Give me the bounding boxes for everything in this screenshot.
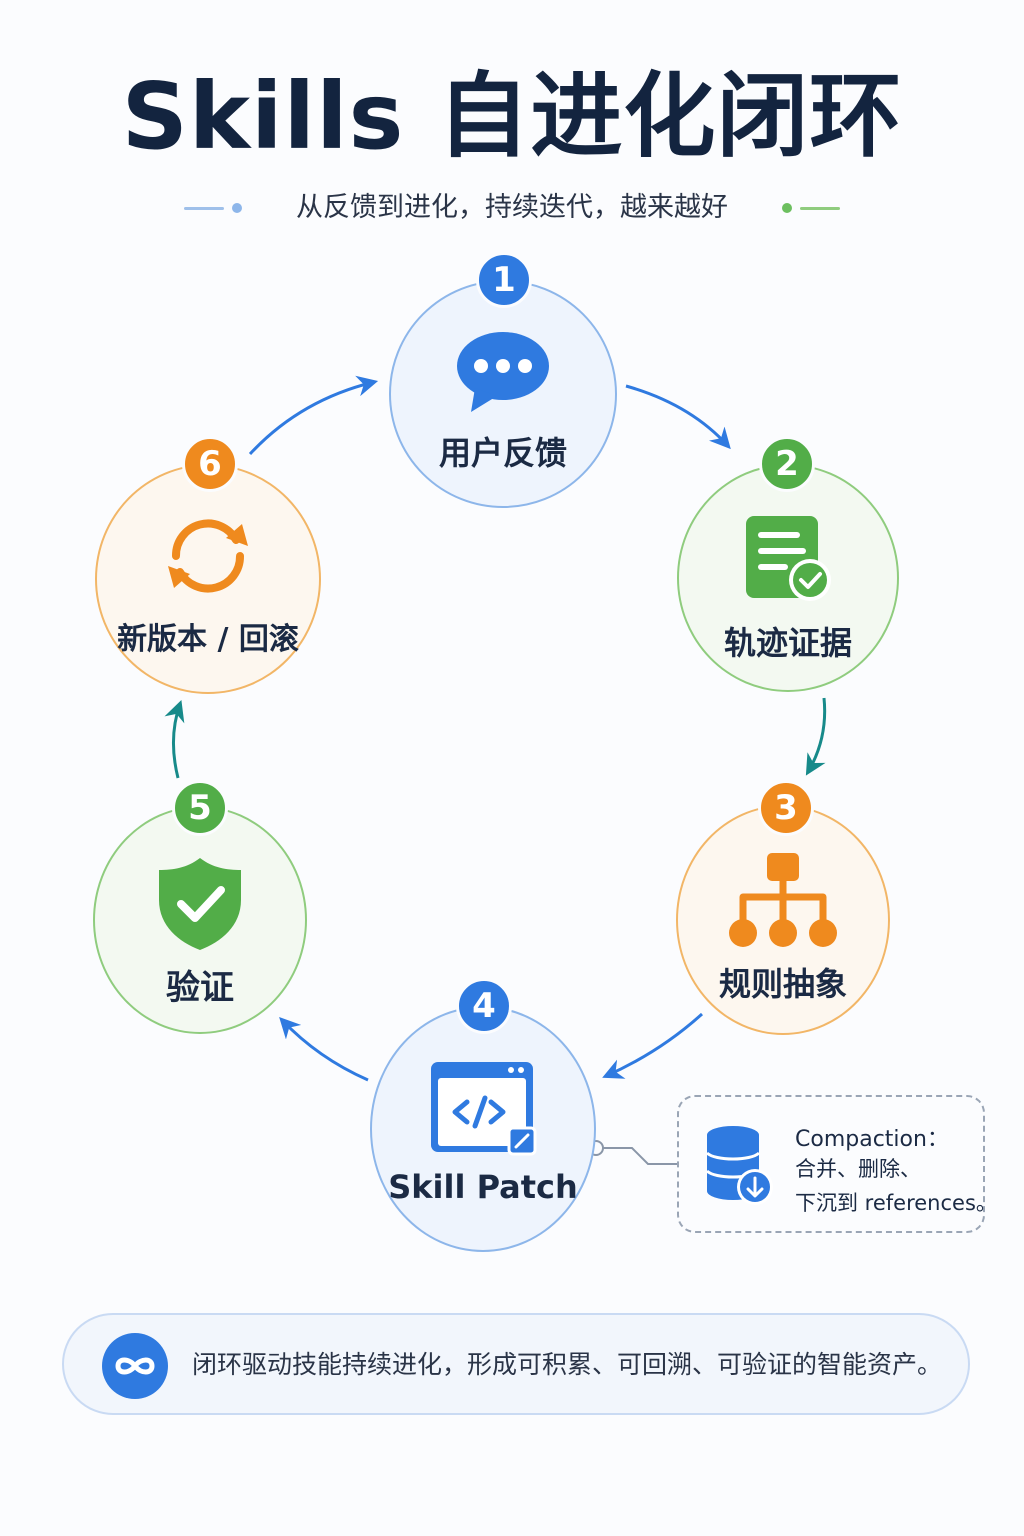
step-4-badge: 4	[456, 978, 512, 1034]
step-5-label: 验证	[166, 968, 234, 1008]
arrow-4-to-5	[279, 1016, 369, 1082]
compaction-line-1: 合并、删除、	[795, 1157, 921, 1181]
hierarchy-icon	[678, 851, 888, 951]
arrow-6-to-1	[248, 375, 379, 456]
step-1-badge: 1	[476, 252, 532, 308]
subtitle-row: 从反馈到进化，持续迭代，越来越好	[0, 186, 1024, 230]
database-download-icon	[705, 1125, 775, 1211]
footer-text: 闭环驱动技能持续进化，形成可积累、可回溯、可验证的智能资产。	[192, 1350, 943, 1379]
step-2-badge: 2	[759, 436, 815, 492]
code-window-icon	[372, 1058, 594, 1158]
subtitle: 从反馈到进化，持续迭代，越来越好	[296, 192, 728, 223]
step-1-label: 用户反馈	[438, 434, 567, 472]
page-title: Skills 自进化闭环	[121, 63, 903, 170]
arrow-5-to-6	[164, 700, 185, 779]
refresh-cycle-icon	[97, 510, 319, 602]
step-6-badge: 6	[182, 436, 238, 492]
compaction-title: Compaction：	[795, 1127, 949, 1152]
step-3-label: 规则抽象	[718, 965, 847, 1003]
chat-bubble-icon	[391, 330, 615, 414]
step-4-label: Skill Patch	[388, 1168, 578, 1206]
step-3-rule-abstraction: 规则抽象	[676, 805, 890, 1035]
compaction-connector	[596, 1147, 680, 1165]
step-6-label: 新版本 / 回滚	[117, 622, 299, 657]
step-5-badge: 5	[172, 780, 228, 836]
document-check-icon	[679, 512, 897, 604]
arrow-3-to-4	[602, 1012, 704, 1079]
infinity-icon	[102, 1333, 168, 1399]
subtitle-decoration-left	[184, 203, 250, 213]
step-6-new-version-rollback: 新版本 / 回滚	[95, 464, 321, 694]
step-2-label: 轨迹证据	[723, 624, 852, 662]
step-5-verification: 验证	[93, 806, 307, 1034]
step-1-user-feedback: 用户反馈	[389, 280, 617, 508]
step-4-skill-patch: Skill Patch	[370, 1006, 596, 1252]
subtitle-decoration-right	[774, 203, 840, 213]
arrow-2-to-3	[805, 697, 827, 776]
step-2-trace-evidence: 轨迹证据	[677, 464, 899, 692]
footer-banner: 闭环驱动技能持续进化，形成可积累、可回溯、可验证的智能资产。	[62, 1313, 970, 1415]
compaction-line-2: 下沉到 references。	[795, 1191, 997, 1215]
compaction-note: Compaction： 合并、删除、 下沉到 references。	[677, 1095, 997, 1233]
shield-check-icon	[95, 856, 305, 952]
step-3-badge: 3	[758, 780, 814, 836]
arrow-1-to-2	[625, 384, 731, 450]
